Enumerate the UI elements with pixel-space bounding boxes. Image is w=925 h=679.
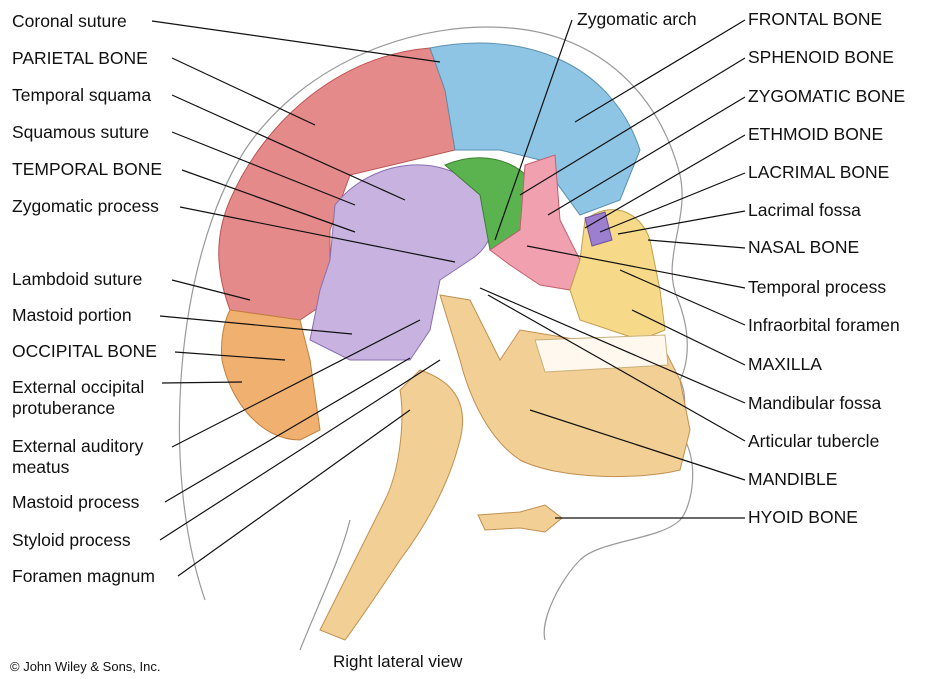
- label-temporal-bone: TEMPORAL BONE: [12, 159, 162, 180]
- label-external-occipital-protuberance: External occipital protuberance: [12, 377, 172, 419]
- label-infraorbital-foramen: Infraorbital foramen: [748, 315, 900, 336]
- label-nasal-bone: NASAL BONE: [748, 237, 859, 258]
- label-foramen-magnum: Foramen magnum: [12, 566, 155, 587]
- label-zygomatic-process: Zygomatic process: [12, 196, 159, 217]
- label-mandible: MANDIBLE: [748, 469, 837, 490]
- label-sphenoid-bone: SPHENOID BONE: [748, 47, 894, 68]
- label-maxilla: MAXILLA: [748, 354, 822, 375]
- label-styloid-process: Styloid process: [12, 530, 131, 551]
- label-temporal-process: Temporal process: [748, 277, 886, 298]
- label-mastoid-portion: Mastoid portion: [12, 305, 132, 326]
- label-lacrimal-bone: LACRIMAL BONE: [748, 162, 889, 183]
- hyoid-bone-shape: [478, 505, 562, 532]
- cervical-spine: [320, 370, 463, 640]
- label-zygomatic-bone: ZYGOMATIC BONE: [748, 86, 905, 107]
- figure-caption: Right lateral view: [333, 652, 462, 672]
- label-frontal-bone: FRONTAL BONE: [748, 9, 882, 30]
- maxilla-bone: [570, 210, 665, 340]
- label-hyoid-bone: HYOID BONE: [748, 507, 858, 528]
- label-external-auditory-meatus: External auditory meatus: [12, 436, 172, 478]
- label-parietal-bone: PARIETAL BONE: [12, 48, 148, 69]
- label-articular-tubercle: Articular tubercle: [748, 431, 879, 452]
- label-temporal-squama: Temporal squama: [12, 85, 151, 106]
- copyright-notice: © John Wiley & Sons, Inc.: [10, 659, 160, 674]
- label-mastoid-process: Mastoid process: [12, 492, 139, 513]
- label-lambdoid-suture: Lambdoid suture: [12, 269, 142, 290]
- label-squamous-suture: Squamous suture: [12, 122, 149, 143]
- label-lacrimal-fossa: Lacrimal fossa: [748, 200, 861, 221]
- label-zygomatic-arch: Zygomatic arch: [577, 9, 697, 30]
- label-mandibular-fossa: Mandibular fossa: [748, 393, 881, 414]
- label-ethmoid-bone: ETHMOID BONE: [748, 124, 883, 145]
- label-coronal-suture: Coronal suture: [12, 11, 127, 32]
- label-occipital-bone: OCCIPITAL BONE: [12, 341, 157, 362]
